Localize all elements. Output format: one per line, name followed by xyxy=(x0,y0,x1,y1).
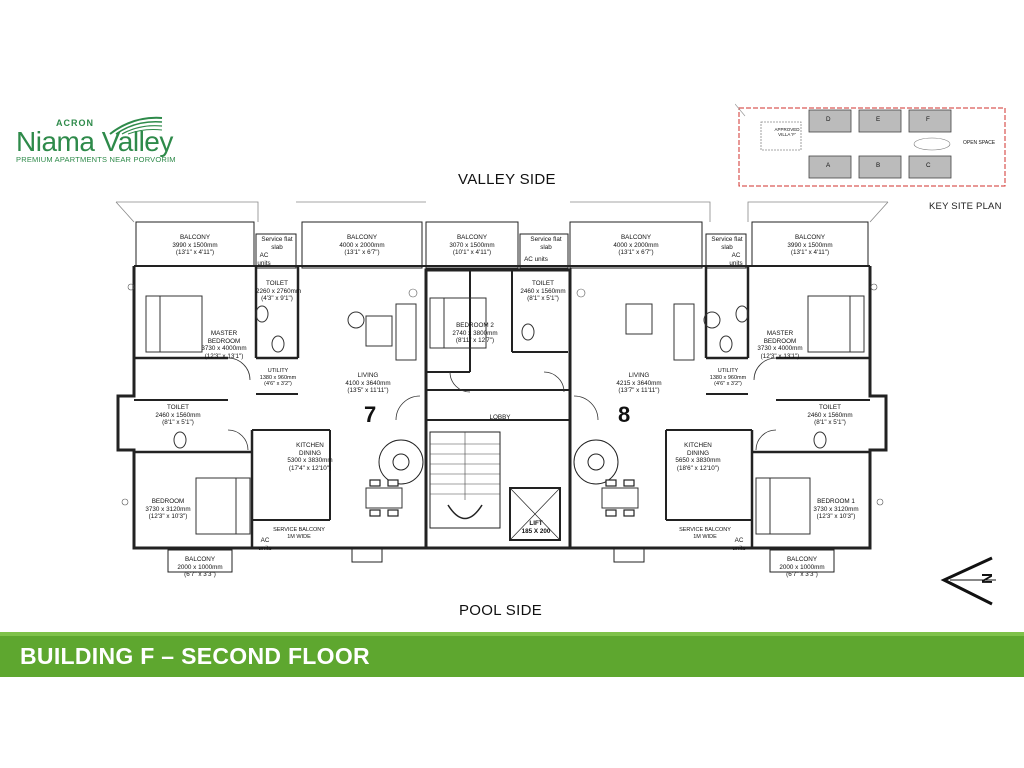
north-arrow-icon xyxy=(940,556,996,606)
north-letter: N xyxy=(978,573,996,584)
lobby-label: LOBBY xyxy=(489,414,511,421)
title-banner: BUILDING F – SECOND FLOOR xyxy=(0,632,1024,677)
ac-units-center-label: AC units xyxy=(524,256,548,263)
site-building-c: C xyxy=(926,162,931,169)
site-building-f: F xyxy=(926,116,930,123)
floor-title: BUILDING F – SECOND FLOOR xyxy=(20,643,370,669)
brand-tagline: PREMIUM APARTMENTS NEAR PORVORIM xyxy=(16,155,176,164)
brand-project-name: Niama Valley xyxy=(16,126,173,157)
valley-side-label: VALLEY SIDE xyxy=(458,171,556,188)
brand-leaf-swoosh xyxy=(109,116,163,135)
villa-label: APPROVED VILLA 'F' xyxy=(774,127,800,137)
key-site-plan xyxy=(735,103,1006,187)
unit-number-left: 7 xyxy=(364,402,377,427)
floor-plan xyxy=(115,201,889,573)
site-building-d: D xyxy=(826,116,831,123)
pool-side-label: POOL SIDE xyxy=(459,602,543,619)
site-building-a: A xyxy=(826,162,831,169)
brand-company: ACRON xyxy=(56,118,94,128)
site-building-e: E xyxy=(876,116,881,123)
site-building-b: B xyxy=(876,162,881,169)
unit-number-right: 8 xyxy=(618,402,631,427)
key-site-plan-caption: KEY SITE PLAN xyxy=(929,201,1002,212)
open-space-label: OPEN SPACE xyxy=(963,140,996,146)
